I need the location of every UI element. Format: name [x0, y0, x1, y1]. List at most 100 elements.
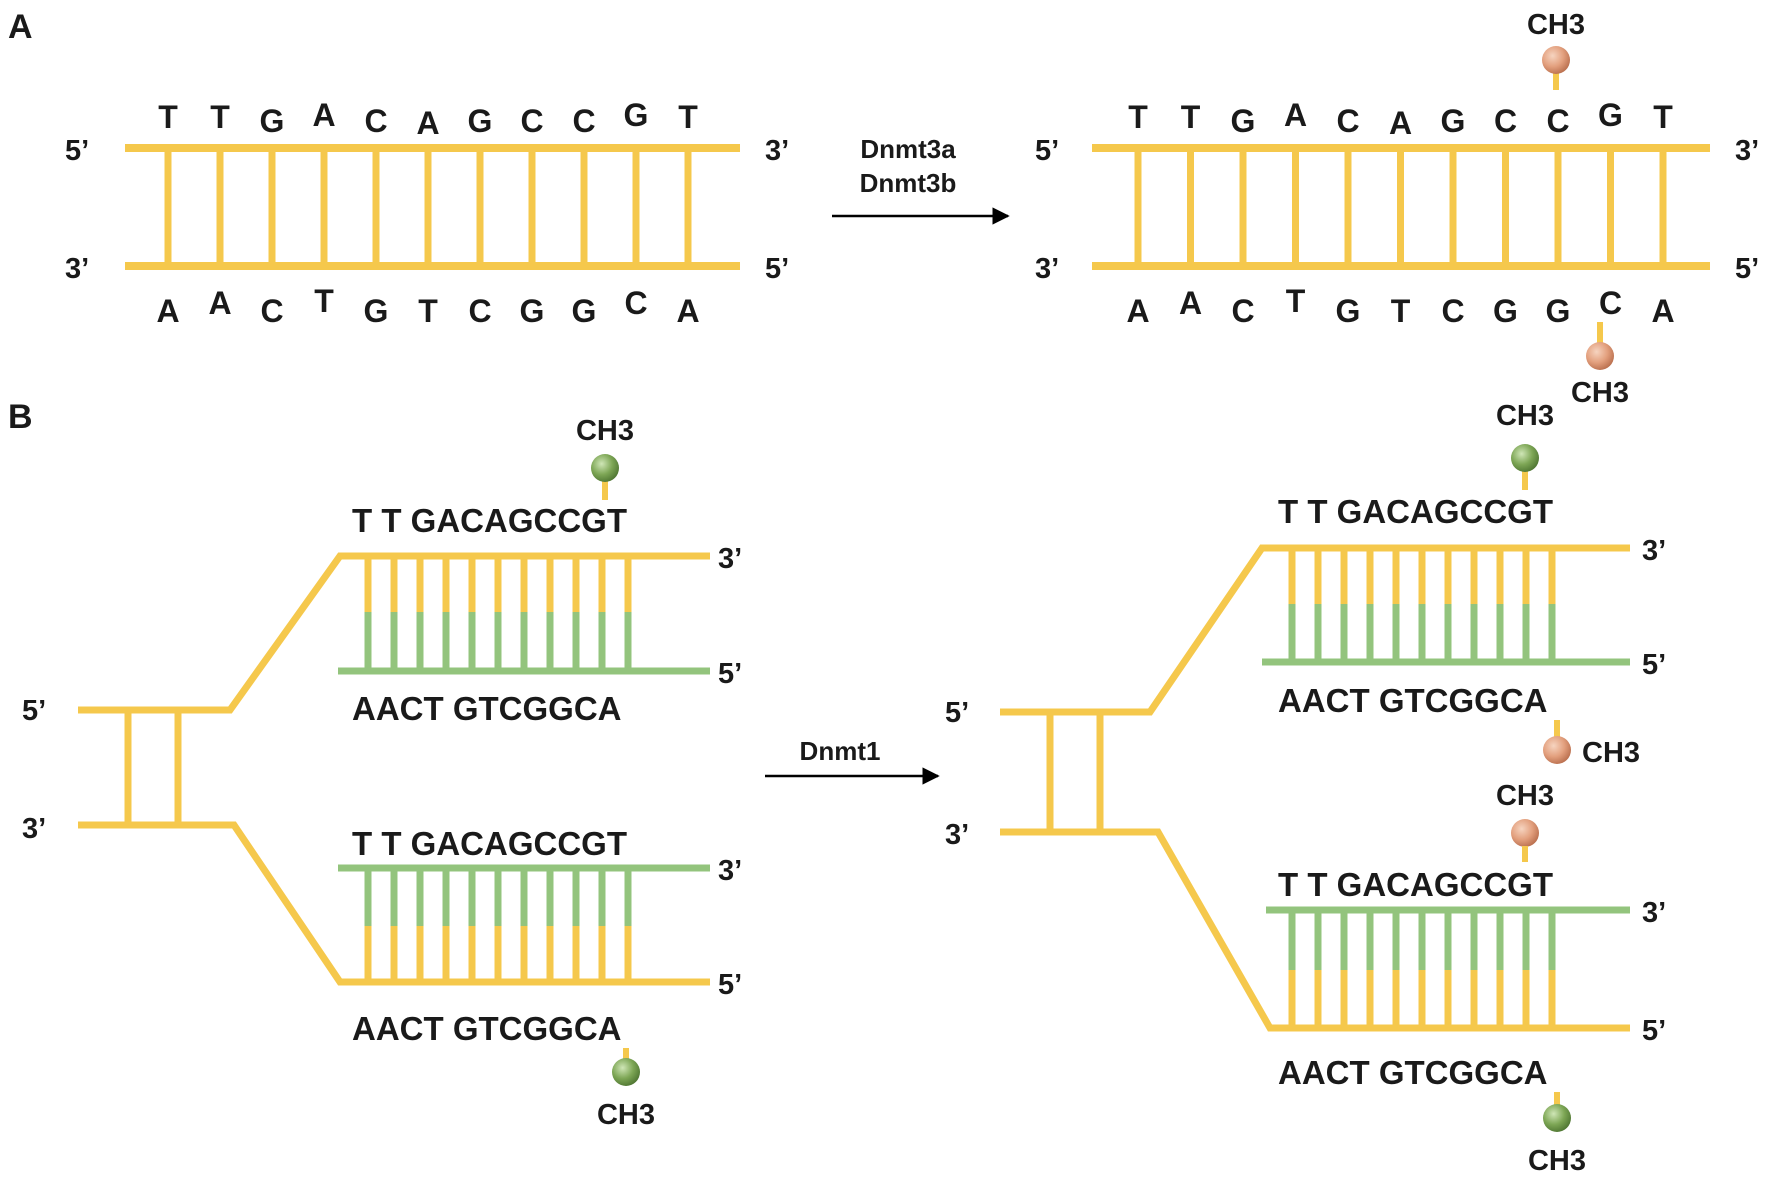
base-letter: A: [156, 293, 179, 329]
methyl-group-bottom: CH3: [1571, 322, 1629, 409]
methyl-label: CH3: [597, 1099, 655, 1131]
fork-right-rungs: [1288, 548, 1556, 1028]
stem-3prime: 3’: [22, 813, 46, 845]
methyl-ball-icon: [1511, 444, 1539, 472]
base-letter: G: [1546, 293, 1571, 329]
base-letter: T: [1653, 99, 1673, 135]
base-letter: G: [1441, 103, 1466, 139]
panel-b-label: B: [8, 398, 33, 436]
base-letter: T: [314, 283, 334, 319]
sequence-lower-top: T T GACAGCCGT: [1278, 866, 1553, 903]
sequence-lower-top: T T GACAGCCGT: [352, 825, 627, 862]
base-letter: G: [1336, 293, 1361, 329]
panel-a-left-5prime: 5’: [65, 135, 89, 167]
base-letter: A: [416, 105, 439, 141]
parent-strand-bottom: [1000, 828, 1630, 1032]
base-letter: A: [1284, 97, 1307, 133]
panel-a-right-rungs: [1134, 148, 1667, 266]
methyl-group: CH3: [1496, 400, 1554, 490]
base-letter: G: [260, 103, 285, 139]
base-letter: C: [572, 103, 595, 139]
methyl-group: CH3: [1543, 720, 1640, 769]
base-letter: T: [1391, 293, 1411, 329]
base-letter: C: [260, 293, 283, 329]
base-letter: C: [1546, 103, 1569, 139]
methyl-label: CH3: [1528, 1145, 1586, 1177]
fork-upper-5prime: 5’: [718, 658, 742, 690]
methyl-label: CH3: [576, 415, 634, 447]
enzyme-dnmt3a: Dnmt3a: [860, 134, 956, 164]
fork-hemimethylated: 5’ 3’ 3’ 5’ 3’ 5’ T T GACAGCCGT AACT GTC…: [22, 415, 742, 1131]
base-letter: T: [210, 99, 230, 135]
enzyme-dnmt3b: Dnmt3b: [860, 168, 957, 198]
base-letter: G: [1598, 97, 1623, 133]
base-letter: C: [1231, 293, 1254, 329]
parent-strand-top: [1000, 544, 1630, 716]
base-letter: C: [468, 293, 491, 329]
base-letter: C: [520, 103, 543, 139]
panel-a-right-3prime: 3’: [1035, 253, 1059, 285]
base-letter: G: [624, 97, 649, 133]
methyl-ball-icon: [1543, 736, 1571, 764]
methyl-ball-icon: [1542, 46, 1570, 74]
fork-left-rungs: [364, 556, 632, 982]
base-letter: G: [364, 293, 389, 329]
fork-upper-5prime: 5’: [1642, 649, 1666, 681]
base-letter: T: [1128, 99, 1148, 135]
base-letter: C: [1336, 103, 1359, 139]
fork-lower-5prime: 5’: [1642, 1015, 1666, 1047]
methyl-label: CH3: [1527, 9, 1585, 41]
methyl-group: CH3: [1496, 780, 1554, 862]
fork-fully-methylated: 5’ 3’ 3’ 5’ 3’ 5’ T T GACAGCCGT AACT GTC…: [945, 400, 1666, 1177]
parent-strand-top: [78, 552, 710, 714]
parent-strand-bottom: [78, 821, 710, 986]
stem-5prime: 5’: [22, 695, 46, 727]
methyl-group-top: CH3: [1527, 9, 1585, 90]
base-letter: A: [1389, 105, 1412, 141]
base-letter: A: [208, 285, 231, 321]
base-letter: T: [418, 293, 438, 329]
panel-a-right-5prime-end: 5’: [1735, 253, 1759, 285]
sequence-lower-bottom: AACT GTCGGCA: [352, 1010, 621, 1047]
panel-b-reaction-arrow: Dnmt1: [765, 736, 940, 785]
base-letter: T: [1181, 99, 1201, 135]
fork-lower-5prime: 5’: [718, 969, 742, 1001]
enzyme-dnmt1: Dnmt1: [800, 736, 881, 766]
base-letter: G: [1493, 293, 1518, 329]
base-letter: G: [572, 293, 597, 329]
fork-lower-3prime: 3’: [718, 855, 742, 887]
fork-upper-3prime: 3’: [1642, 535, 1666, 567]
base-letter: G: [468, 103, 493, 139]
methyl-group: CH3: [576, 415, 634, 500]
base-letter: G: [1231, 103, 1256, 139]
methyl-label: CH3: [1496, 780, 1554, 812]
fork-upper-3prime: 3’: [718, 543, 742, 575]
base-letter: A: [1651, 293, 1674, 329]
panel-a-left-3prime: 3’: [65, 253, 89, 285]
panel-a-left-3prime-end: 3’: [765, 135, 789, 167]
base-letter: C: [1441, 293, 1464, 329]
methyl-label: CH3: [1582, 737, 1640, 769]
panel-a-left-rungs: [164, 148, 692, 266]
panel-a-right-5prime: 5’: [1035, 135, 1059, 167]
methyl-ball-icon: [612, 1058, 640, 1086]
base-letter: A: [676, 293, 699, 329]
sequence-upper-bottom: AACT GTCGGCA: [352, 690, 621, 727]
base-letter: T: [678, 99, 698, 135]
methyl-label: CH3: [1571, 377, 1629, 409]
fork-lower-3prime: 3’: [1642, 897, 1666, 929]
stem-5prime: 5’: [945, 697, 969, 729]
base-letter: A: [1179, 285, 1202, 321]
sequence-upper-bottom: AACT GTCGGCA: [1278, 682, 1547, 719]
base-letter: A: [312, 97, 335, 133]
panel-a-label: A: [8, 8, 33, 46]
stem-3prime: 3’: [945, 819, 969, 851]
base-letter: C: [1599, 285, 1622, 321]
methyl-ball-icon: [1543, 1104, 1571, 1132]
base-letter: C: [624, 285, 647, 321]
